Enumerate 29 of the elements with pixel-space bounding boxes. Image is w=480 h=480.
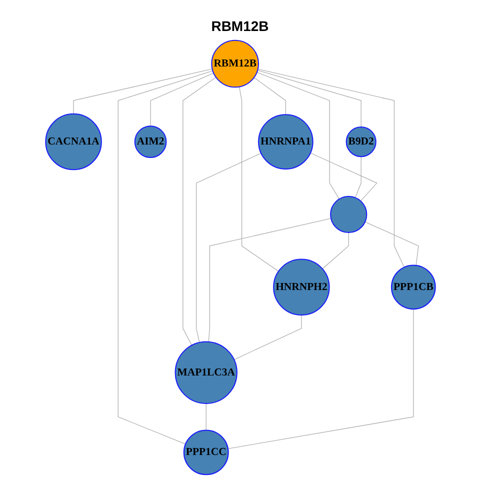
connector (354, 156, 361, 198)
connector (205, 402, 206, 430)
node-circle: AIM2 (134, 125, 166, 158)
connector (72, 68, 212, 114)
connector (238, 86, 278, 272)
connector (150, 72, 214, 126)
node-circle: PPP1CB (390, 264, 436, 310)
connector (256, 71, 340, 199)
node-circle: B9D2 (345, 126, 376, 157)
node-circle: CACNA1A (44, 112, 102, 170)
connector (310, 152, 377, 201)
node-circle: HNRNPH2 (272, 258, 330, 316)
connector (195, 152, 261, 342)
node-circle: RBM12B (210, 39, 259, 88)
node-circle (330, 195, 367, 233)
connector (117, 70, 213, 444)
title: RBM12B (211, 18, 269, 34)
connector (208, 218, 331, 342)
connector (253, 76, 286, 114)
connector (257, 68, 404, 268)
connector (182, 76, 216, 346)
node-circle: HNRNPA1 (258, 114, 313, 169)
connector (233, 314, 302, 360)
connector (227, 308, 414, 448)
node-circle: PPP1CC (182, 429, 228, 475)
connector (256, 69, 361, 127)
connector (322, 232, 348, 269)
connector (364, 221, 418, 266)
node-circle: MAP1LC3A (174, 340, 237, 404)
